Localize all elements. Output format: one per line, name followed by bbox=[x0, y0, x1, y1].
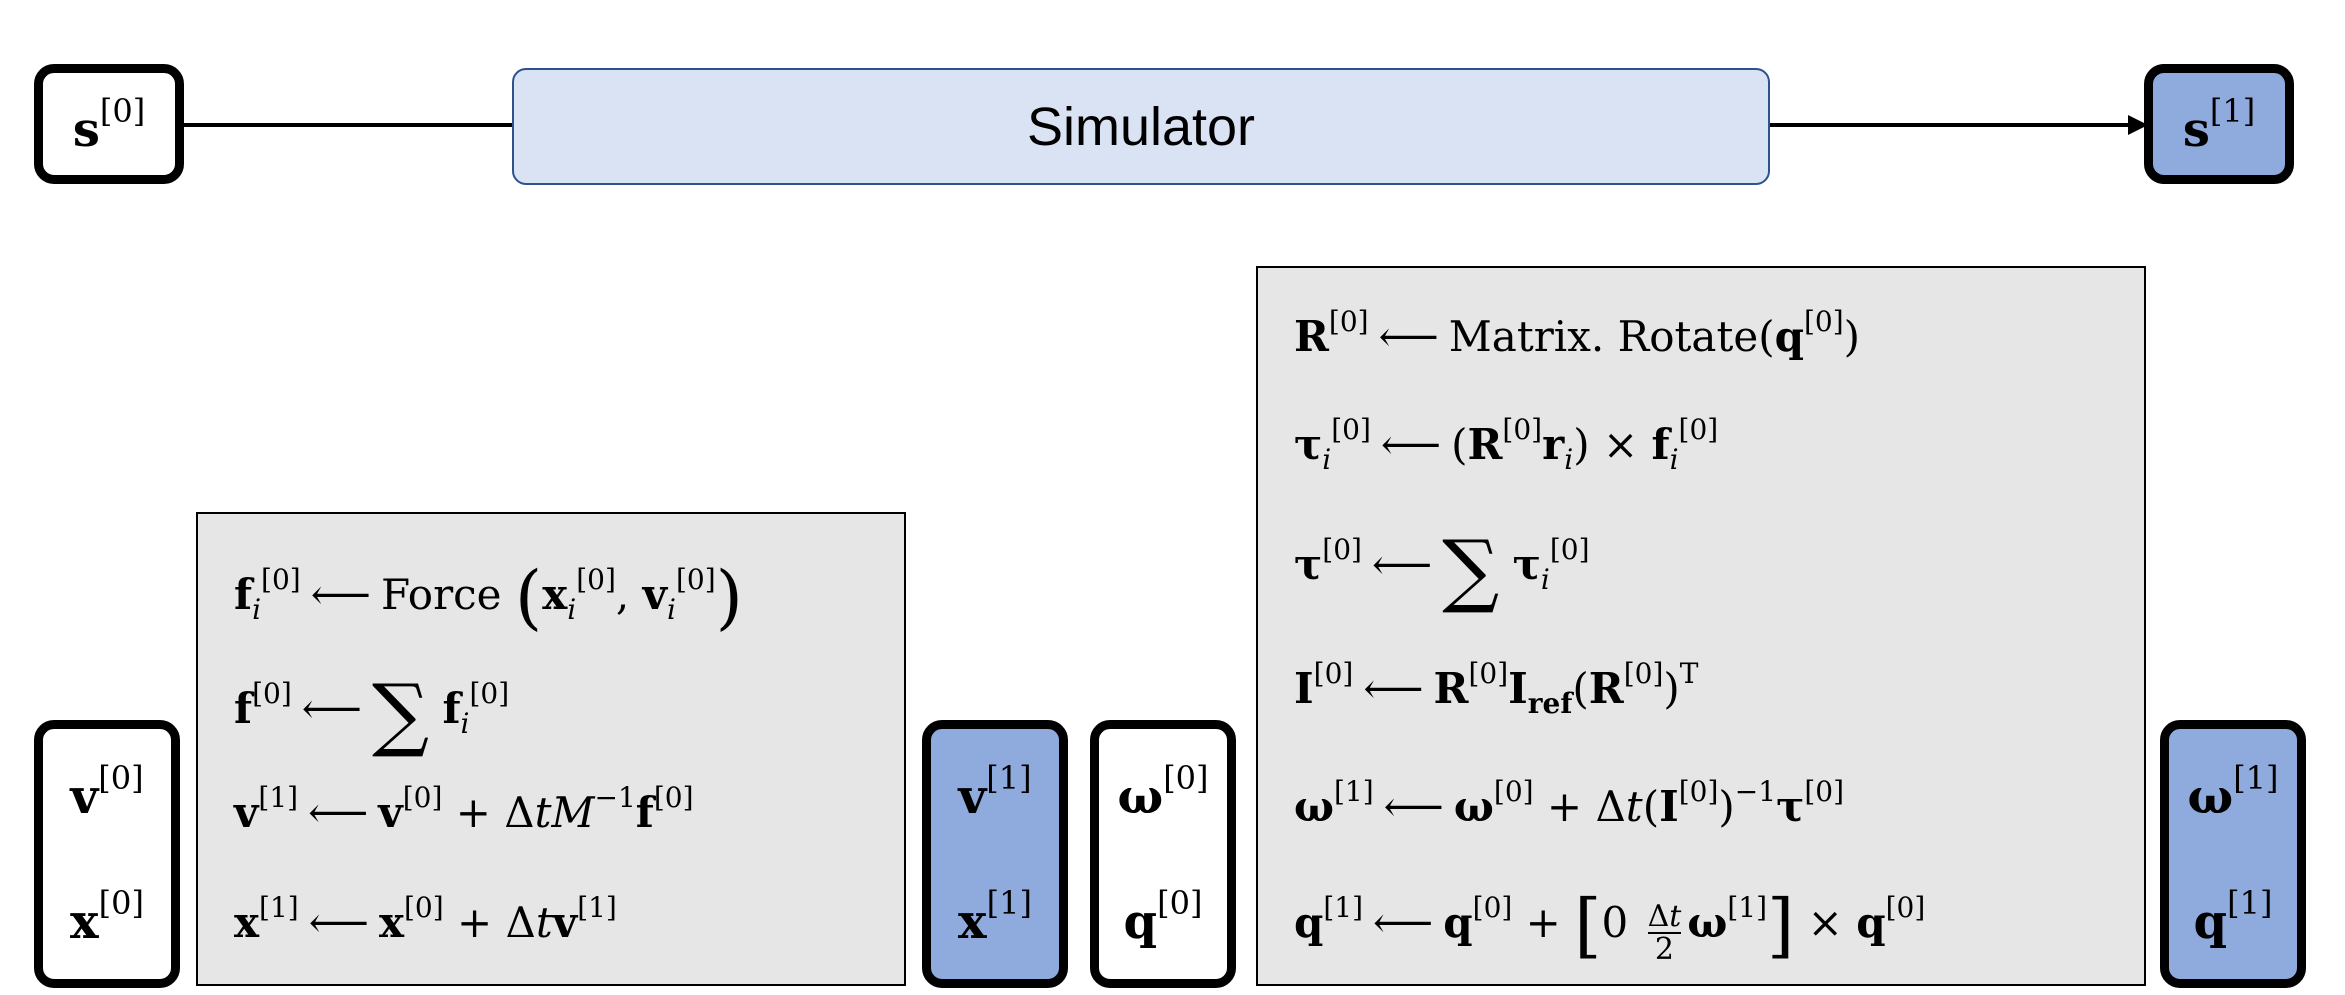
linear-output-v: v[1] bbox=[958, 759, 1032, 825]
linear-output-x: x[1] bbox=[958, 884, 1032, 950]
angular-output-box: ω[1] q[1] bbox=[2160, 720, 2306, 988]
linear-output-box: v[1] x[1] bbox=[922, 720, 1068, 988]
arrowhead bbox=[2128, 115, 2148, 135]
output-state-symbol: s[1] bbox=[2182, 91, 2256, 158]
position-update-equation: x[1]⟵x[0] + Δtv[1] bbox=[234, 891, 617, 947]
angular-input-q: q[0] bbox=[1123, 884, 1203, 950]
rotation-matrix-equation: R[0]⟵Matrix. Rotate(q[0]) bbox=[1294, 305, 1861, 361]
linear-input-box: v[0] x[0] bbox=[34, 720, 180, 988]
input-state-box: s[0] bbox=[34, 64, 184, 184]
angular-output-q: q[1] bbox=[2193, 884, 2273, 950]
linear-input-v: v[0] bbox=[70, 759, 144, 825]
simulator-box: Simulator bbox=[512, 68, 1770, 185]
angular-input-box: ω[0] q[0] bbox=[1090, 720, 1236, 988]
input-state-symbol: s[0] bbox=[72, 91, 146, 158]
total-torque-equation: τ[0]⟵∑ τi[0] bbox=[1294, 523, 1590, 616]
total-force-equation: f[0]⟵∑ fi[0] bbox=[234, 667, 510, 760]
angular-input-omega: ω[0] bbox=[1117, 759, 1209, 825]
torque-equation: τi[0]⟵(R[0]ri) × fi[0] bbox=[1294, 413, 1719, 476]
force-equation: fi[0]⟵Force (xi[0], vi[0]) bbox=[234, 556, 743, 638]
angular-equation-box: R[0]⟵Matrix. Rotate(q[0]) τi[0]⟵(R[0]ri)… bbox=[1256, 266, 2146, 986]
linear-input-x: x[0] bbox=[70, 884, 144, 950]
output-state-box: s[1] bbox=[2144, 64, 2294, 184]
inertia-equation: I[0]⟵R[0]Iref(R[0])T bbox=[1294, 657, 1699, 720]
velocity-update-equation: v[1]⟵v[0] + ΔtM−1f[0] bbox=[234, 781, 694, 837]
simulator-label: Simulator bbox=[1026, 96, 1256, 157]
linear-equation-box: fi[0]⟵Force (xi[0], vi[0]) f[0]⟵∑ fi[0] … bbox=[196, 512, 906, 986]
angular-output-omega: ω[1] bbox=[2187, 759, 2279, 825]
angular-velocity-update-equation: ω[1]⟵ω[0] + Δt(I[0])−1τ[0] bbox=[1294, 775, 1845, 831]
